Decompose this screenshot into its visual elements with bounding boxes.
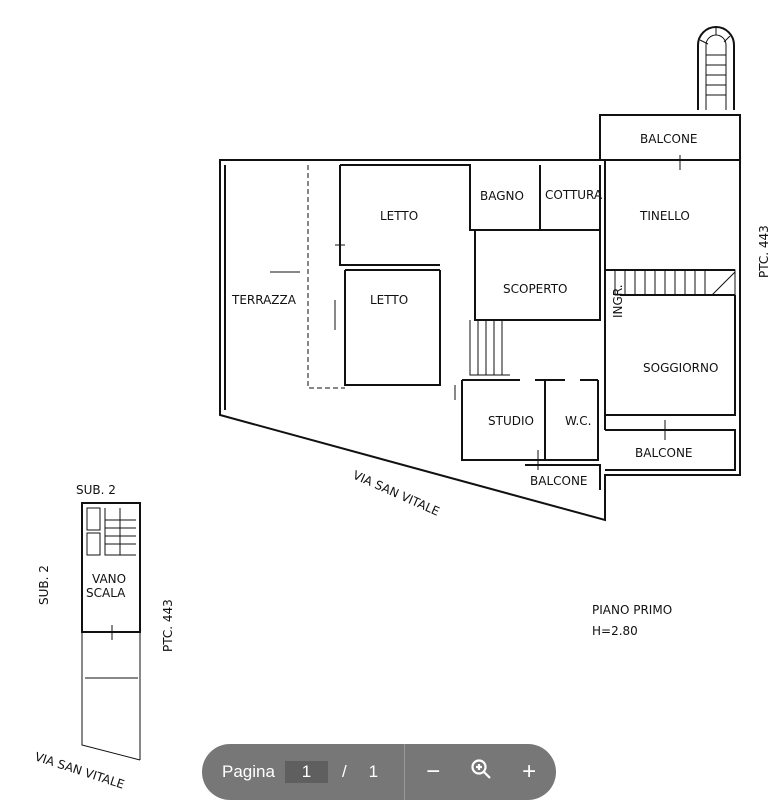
level-label: PIANO PRIMO — [592, 603, 672, 617]
room-balcone-right: BALCONE — [635, 446, 693, 460]
room-balcone-top: BALCONE — [640, 132, 698, 146]
page-label: Pagina — [222, 762, 275, 781]
room-ingresso: INGR. — [611, 284, 625, 318]
room-studio: STUDIO — [488, 414, 534, 428]
room-cottura: COTTURA — [545, 188, 603, 202]
page-number-input[interactable]: 1 — [284, 761, 328, 783]
vano-label: VANO — [92, 572, 126, 586]
total-pages: 1 — [368, 762, 379, 781]
ptc-label-main: PTC. 443 — [757, 225, 771, 278]
room-terrazza: TERRAZZA — [231, 293, 297, 307]
room-balcone-bottom: BALCONE — [530, 474, 588, 488]
pdf-toolbar: Pagina 1 / 1 − + — [202, 744, 556, 800]
magnifier-plus-icon — [471, 758, 491, 779]
walls — [219, 114, 741, 522]
room-letto-1: LETTO — [380, 209, 418, 223]
page-separator: / — [341, 762, 347, 781]
spiral-staircase — [697, 26, 735, 110]
room-letto-2: LETTO — [370, 293, 408, 307]
room-soggiorno: SOGGIORNO — [643, 361, 718, 375]
toolbar-divider — [404, 744, 406, 800]
street-label-sub: VIA SAN VITALE — [33, 750, 126, 792]
sub-2-plan — [81, 502, 141, 761]
zoom-out-button[interactable]: − — [426, 758, 441, 785]
room-wc: W.C. — [565, 414, 592, 428]
room-bagno: BAGNO — [480, 189, 524, 203]
ptc-label-sub: PTC. 443 — [161, 599, 175, 652]
room-tinello: TINELLO — [639, 209, 690, 223]
zoom-in-button[interactable]: + — [522, 758, 537, 785]
room-scoperto: SCOPERTO — [503, 282, 568, 296]
zoom-fit-button[interactable] — [461, 758, 501, 787]
street-label-main: VIA SAN VITALE — [351, 468, 442, 519]
sub-label-top: SUB. 2 — [76, 483, 116, 497]
scala-label: SCALA — [86, 586, 126, 600]
height-label: H=2.80 — [592, 624, 638, 638]
sub-label-side: SUB. 2 — [37, 565, 51, 605]
